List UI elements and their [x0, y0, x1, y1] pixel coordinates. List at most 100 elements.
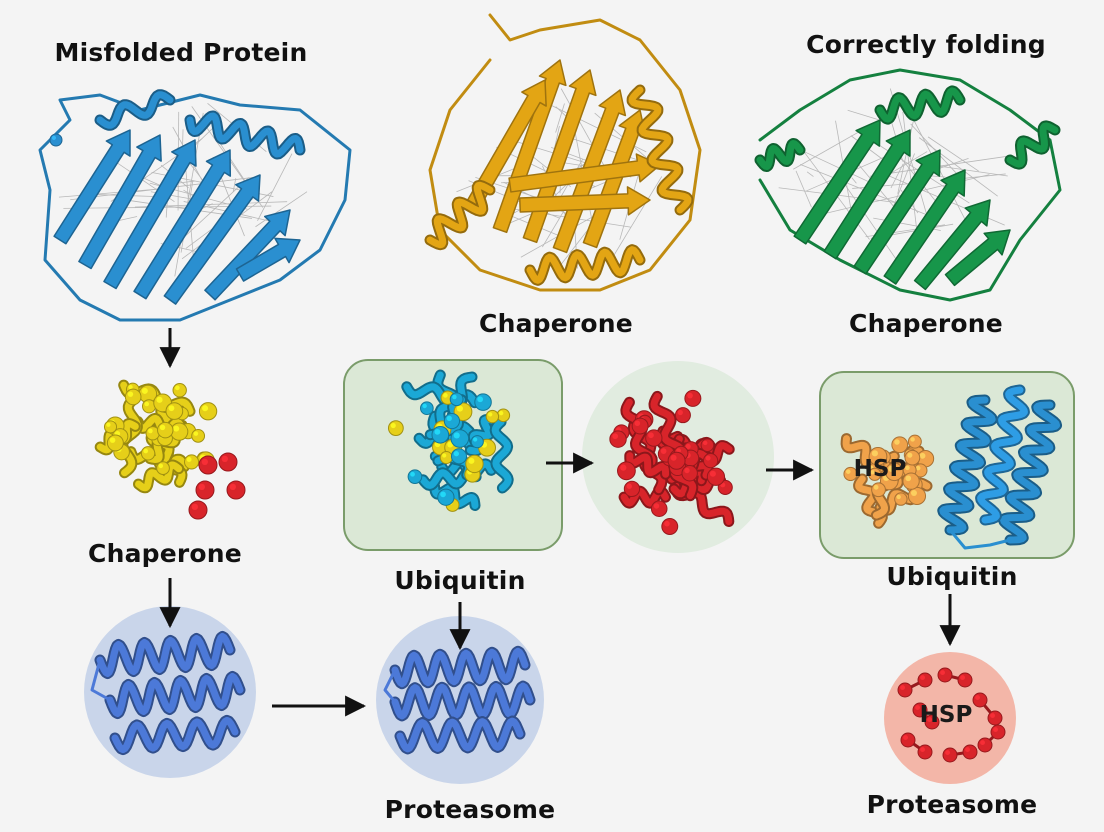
atom-highlight — [453, 451, 459, 457]
atom-highlight — [620, 464, 627, 471]
atom-highlight — [900, 685, 905, 690]
atom-highlight — [612, 433, 619, 440]
atom-sphere — [667, 451, 686, 470]
atom-highlight — [173, 425, 180, 432]
atom-sphere — [439, 451, 453, 465]
alpha-helix — [876, 87, 964, 123]
atom-highlight — [920, 675, 925, 680]
atom-highlight — [634, 420, 641, 427]
beta-strand — [103, 139, 197, 290]
proteasome-red-fragments — [897, 667, 1006, 763]
alpha-helix — [977, 386, 1028, 524]
atom-sphere — [684, 389, 702, 407]
atom-highlight — [159, 424, 166, 431]
atom-sphere — [157, 421, 174, 439]
atom-highlight — [453, 432, 460, 439]
bond-mesh — [609, 176, 663, 262]
atom-highlight — [175, 385, 180, 391]
atom-sphere — [942, 747, 958, 763]
bond-mesh — [257, 153, 293, 221]
atom-highlight — [109, 437, 116, 443]
atom-sphere — [103, 420, 118, 434]
atom-highlight — [670, 454, 677, 461]
alpha-helix — [135, 461, 183, 492]
bond-mesh — [232, 178, 237, 192]
atom-highlight — [128, 384, 133, 390]
alpha-helix — [1000, 401, 1060, 544]
beta-strand — [133, 149, 232, 300]
label-correctly-folding: Correctly folding — [806, 30, 1046, 59]
atom-sphere — [702, 453, 719, 469]
bond-mesh — [555, 103, 565, 133]
atom-sphere — [977, 737, 993, 753]
label-misfolded-protein: Misfolded Protein — [54, 38, 308, 67]
atom-highlight — [477, 396, 484, 403]
hsp-orange-cluster — [840, 433, 935, 529]
bond-mesh — [890, 163, 904, 189]
label-hsp-circle: HSP — [919, 702, 973, 728]
helix-structure-left — [90, 631, 246, 756]
label-ubiquitin-middle: Ubiquitin — [394, 566, 526, 595]
atom-sphere — [674, 407, 691, 424]
alpha-helix — [186, 112, 304, 158]
atom-highlight — [915, 705, 920, 710]
atom-sphere — [917, 744, 933, 760]
atom-highlight — [51, 135, 57, 140]
atom-highlight — [940, 670, 945, 675]
atom-highlight — [910, 437, 915, 442]
alpha-helix — [756, 140, 804, 170]
atom-highlight — [896, 494, 901, 500]
atom-highlight — [143, 448, 149, 454]
beta-strand — [883, 169, 966, 285]
bond-mesh — [938, 165, 1008, 177]
atom-highlight — [993, 727, 998, 732]
atom-highlight — [965, 747, 970, 752]
atom-sphere — [907, 434, 922, 449]
atom-highlight — [919, 452, 926, 459]
atom-highlight — [873, 484, 879, 490]
alpha-helix — [111, 716, 239, 754]
beta-strand — [78, 134, 162, 270]
bond-mesh — [851, 177, 857, 184]
atom-highlight — [945, 750, 950, 755]
alpha-helix — [526, 246, 644, 284]
atom-sphere — [420, 401, 434, 416]
atom-sphere — [198, 455, 218, 475]
atom-highlight — [442, 453, 447, 458]
beta-strand — [913, 199, 991, 291]
atom-highlight — [488, 412, 493, 417]
atom-highlight — [144, 401, 150, 407]
atom-highlight — [191, 503, 199, 510]
atom-sphere — [470, 435, 484, 449]
atom-sphere — [140, 446, 156, 461]
loop — [383, 668, 397, 704]
alpha-helix — [491, 418, 512, 492]
atom-sphere — [407, 469, 423, 484]
atom-sphere — [681, 464, 698, 482]
beta-strand — [793, 119, 881, 245]
atom-highlight — [446, 415, 452, 422]
beta-strand — [53, 129, 131, 245]
atom-highlight — [905, 465, 910, 471]
alpha-helix — [96, 633, 234, 677]
atom-highlight — [440, 491, 446, 498]
blue-helix-bundle — [937, 384, 1062, 550]
alpha-helix — [626, 452, 670, 478]
atom-highlight — [910, 489, 917, 496]
atom-highlight — [664, 520, 670, 527]
atom-highlight — [410, 471, 415, 477]
atom-sphere — [650, 500, 668, 517]
atom-highlight — [148, 428, 153, 434]
atom-highlight — [975, 695, 980, 700]
atom-highlight — [845, 469, 851, 474]
beta-strand — [518, 186, 651, 216]
atom-highlight — [653, 503, 660, 509]
atom-highlight — [915, 465, 921, 471]
atom-sphere — [904, 449, 921, 466]
atom-highlight — [127, 391, 134, 397]
atom-sphere — [900, 732, 916, 748]
bond-mesh — [847, 109, 884, 122]
atom-highlight — [990, 713, 995, 718]
